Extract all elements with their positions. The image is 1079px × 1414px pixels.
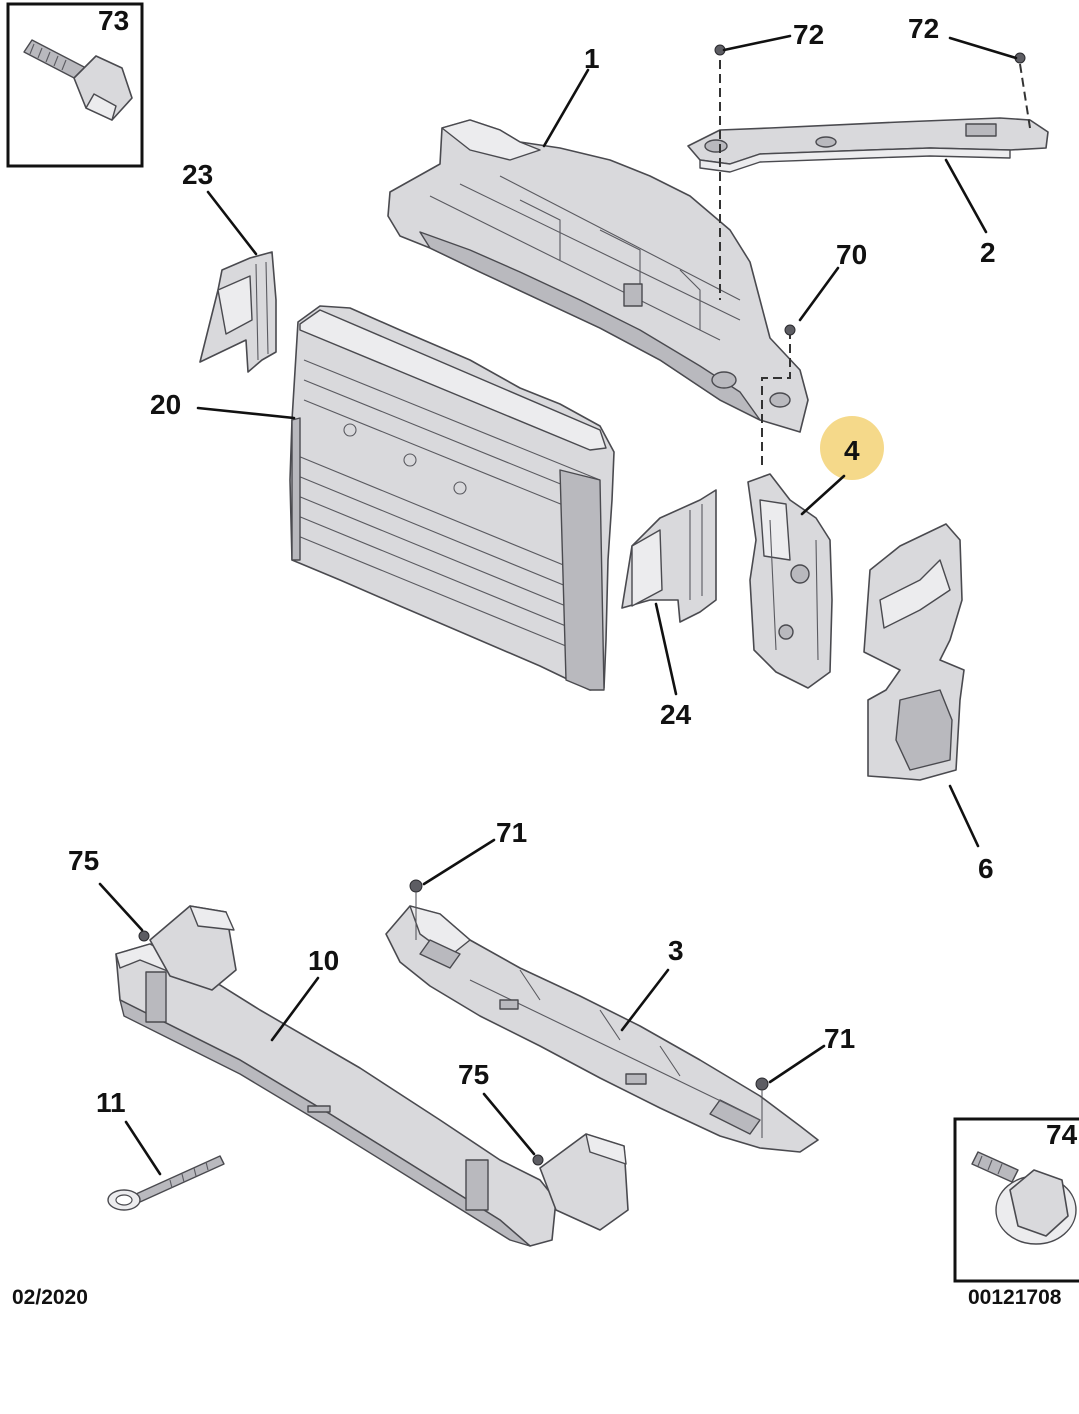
footer-reference: 00121708 xyxy=(968,1286,1062,1309)
part-20-grille-shutter xyxy=(289,305,615,691)
inset-74-frame xyxy=(953,1117,1079,1283)
callout-71-lower: 71 xyxy=(824,1023,855,1054)
callout-2: 2 xyxy=(980,237,996,268)
callout-74: 74 xyxy=(1046,1119,1078,1150)
bolt-73-icon xyxy=(23,39,133,121)
part-11-towing-eye xyxy=(107,1155,225,1211)
screw-71a-icon xyxy=(409,879,423,940)
inset-73 xyxy=(6,2,144,168)
part-10-bumper-beam xyxy=(115,905,629,1247)
screw-75a-icon xyxy=(138,930,150,942)
alignment-line-70 xyxy=(761,330,791,470)
callout-11: 11 xyxy=(96,1087,126,1118)
callout-73: 73 xyxy=(98,5,129,36)
callout-75-right: 75 xyxy=(458,1059,489,1090)
bolt-74-icon xyxy=(971,1151,1077,1245)
callout-3: 3 xyxy=(668,935,684,966)
part-4-side-bracket xyxy=(747,473,833,689)
callout-24: 24 xyxy=(660,699,692,730)
callout-1: 1 xyxy=(584,43,600,74)
part-6-air-guide xyxy=(863,523,965,781)
part-24-deflector xyxy=(621,489,717,623)
inset-74 xyxy=(953,1117,1079,1283)
footer-date: 02/2020 xyxy=(12,1286,88,1309)
inset-73-frame xyxy=(6,2,144,168)
leader-lines xyxy=(98,34,1018,1176)
part-1-upper-crossmember xyxy=(387,119,809,433)
part-23-deflector xyxy=(199,251,277,373)
callout-23: 23 xyxy=(182,159,213,190)
callout-72-left: 72 xyxy=(793,19,824,50)
screw-71b-icon xyxy=(755,1077,769,1138)
screw-75b-icon xyxy=(532,1154,544,1166)
callout-75-left: 75 xyxy=(68,845,99,876)
part-3-lower-crossmember xyxy=(385,905,819,1153)
callout-72-right: 72 xyxy=(908,13,939,44)
callout-4: 4 xyxy=(844,435,860,466)
callout-10: 10 xyxy=(308,945,339,976)
callout-4-highlight xyxy=(820,416,884,480)
alignment-line-72b xyxy=(1019,63,1031,129)
callout-70: 70 xyxy=(836,239,867,270)
callout-71-upper: 71 xyxy=(496,817,527,848)
callout-6: 6 xyxy=(978,853,994,884)
screw-70-icon xyxy=(784,324,796,336)
part-2-bracket xyxy=(687,117,1049,173)
callout-20: 20 xyxy=(150,389,181,420)
